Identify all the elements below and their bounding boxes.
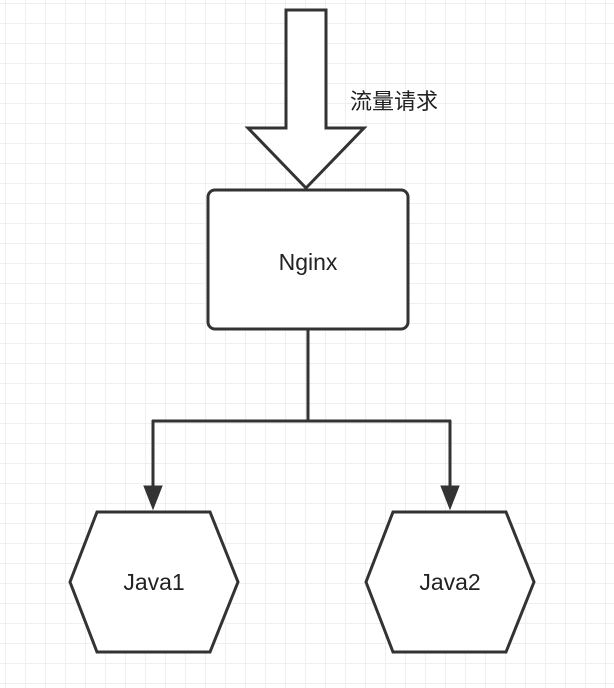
connector-lines (151, 329, 452, 488)
request-label: 流量请求 (350, 90, 438, 115)
arrowhead-left-icon (143, 485, 163, 511)
nginx-node[interactable]: Nginx (206, 188, 410, 331)
java2-node[interactable]: Java2 (364, 510, 536, 654)
java1-label: Java1 (123, 569, 184, 595)
incoming-request-arrow (244, 8, 368, 191)
nginx-label: Nginx (279, 249, 338, 275)
java1-node[interactable]: Java1 (68, 510, 240, 654)
java2-label: Java2 (419, 569, 480, 595)
arrowhead-right-icon (440, 485, 460, 511)
java1-hexagon (68, 510, 240, 654)
java2-hexagon (364, 510, 536, 654)
